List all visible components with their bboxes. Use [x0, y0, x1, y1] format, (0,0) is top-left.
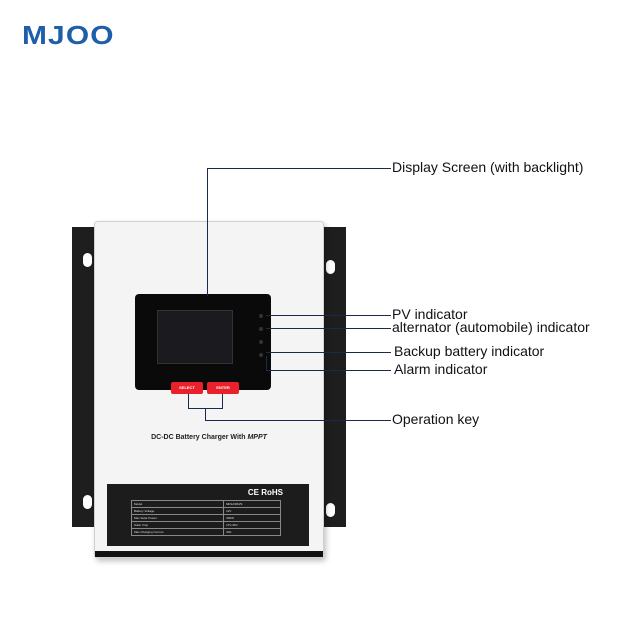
callout-line [188, 394, 189, 409]
spec-value: MD1230N/S [223, 500, 281, 508]
model-title-mppt: MPPT [247, 434, 267, 441]
mounting-slot [83, 253, 92, 267]
callout-alarm-indicator: Alarm indicator [394, 361, 488, 377]
certification-marks: CE RoHS [247, 488, 283, 497]
display-screen [157, 310, 233, 364]
callout-line [207, 168, 391, 169]
backup-battery-indicator-led [259, 340, 263, 344]
callout-line [205, 420, 391, 421]
callout-line [222, 394, 223, 409]
mounting-slot [83, 495, 92, 509]
spec-value: 400W [223, 514, 281, 522]
callout-line [266, 370, 391, 371]
select-key[interactable]: SELECT [171, 382, 203, 394]
callout-line [266, 328, 391, 329]
enter-key[interactable]: ENTER [207, 382, 239, 394]
mounting-slot [326, 503, 335, 517]
callout-operation-key: Operation key [392, 411, 480, 427]
mounting-slot [326, 260, 335, 274]
callout-line [266, 352, 391, 353]
spec-label: Max.Solar Power [130, 514, 225, 522]
spec-value: 17V-36V [223, 521, 281, 529]
spec-value: 12V [223, 507, 281, 515]
spec-value: 30A [223, 528, 281, 536]
callout-line [266, 315, 391, 316]
display-bezel [135, 294, 271, 390]
callout-line [207, 168, 208, 296]
callout-alternator-indicator: alternator (automobile) indicator [392, 319, 590, 335]
operation-keys: SELECT ENTER [171, 382, 239, 396]
alarm-indicator-led [259, 353, 263, 357]
callout-line [266, 356, 267, 370]
spec-label: Max.Charging Current [130, 528, 225, 536]
callout-pv-indicator: PV indicator [392, 306, 468, 322]
model-title-text: DC-DC Battery Charger With [151, 434, 248, 441]
spec-label: Model [130, 500, 225, 508]
callout-line [205, 408, 206, 421]
brand-logo: MJOO [22, 20, 115, 50]
charger-device: SELECT ENTER DC-DC Battery Charger With … [94, 221, 324, 558]
spec-label: Battery Voltage [130, 507, 225, 515]
alternator-indicator-led [259, 327, 263, 331]
spec-label: Solar Vmp [130, 521, 225, 529]
callout-display-screen: Display Screen (with backlight) [392, 159, 584, 175]
callout-backup-battery-indicator: Backup battery indicator [394, 343, 545, 359]
pv-indicator-led [259, 314, 263, 318]
model-title: DC-DC Battery Charger With MPPT [95, 434, 323, 441]
device-base [95, 551, 323, 557]
